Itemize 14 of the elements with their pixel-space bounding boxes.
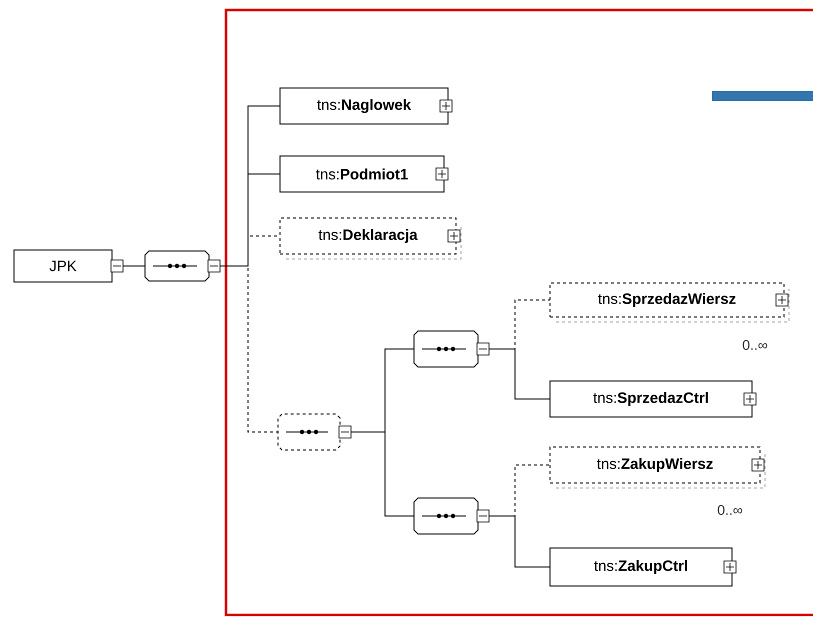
connector-line: [220, 266, 278, 432]
element-box: tns:Naglowek: [280, 88, 448, 124]
element-box: JPK: [14, 250, 112, 282]
connector-line: [488, 348, 550, 400]
connector-line: [350, 432, 414, 516]
occurrence-label: 0..∞: [718, 505, 742, 515]
element-box: tns:Deklaracja: [280, 218, 456, 254]
element-box: tns:SprzedazCtrl: [550, 380, 752, 418]
element-box: tns:SprzedazWiersz: [550, 282, 784, 318]
element-box: tns:ZakupWiersz: [550, 446, 760, 484]
connector-line: [488, 516, 550, 568]
occurrence-label: 0..∞: [742, 340, 768, 350]
element-box: tns:Podmiot1: [280, 156, 444, 192]
element-box: tns:ZakupCtrl: [550, 548, 732, 586]
